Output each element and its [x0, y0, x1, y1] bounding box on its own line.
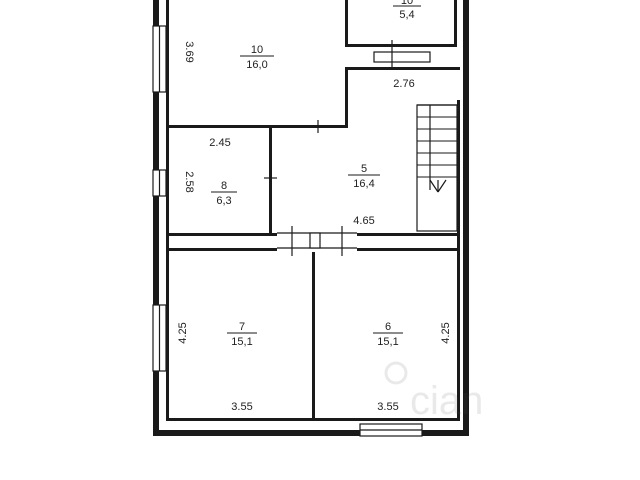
interior-walls [166, 0, 460, 421]
watermark-logo: cian [384, 361, 483, 423]
windows [152, 25, 431, 437]
room-10-number: 10 [401, 0, 413, 7]
room-7-label: 7 15,1 [227, 321, 257, 348]
room-5-number: 5 [361, 163, 367, 175]
watermark-text: cian [410, 379, 483, 423]
room-7-width-dim: 3.55 [231, 401, 252, 413]
room-9-number: 10 [251, 44, 263, 56]
room-6-width-dim: 3.55 [377, 401, 398, 413]
exterior-walls [153, 0, 469, 436]
room-8-height-dim: 2.58 [183, 171, 195, 192]
room-8-number: 8 [221, 180, 227, 192]
room-6-label: 6 15,1 [373, 321, 403, 348]
room-5-width-dim: 4.65 [353, 215, 374, 227]
room-8-width-dim: 2.45 [209, 137, 230, 149]
room-7-height-dim: 4.25 [177, 322, 189, 343]
room-5-label: 5 16,4 [348, 163, 380, 190]
room-8-label: 8 6,3 [211, 180, 237, 207]
room-9-label: 10 16,0 [240, 44, 274, 71]
room-7-area: 15,1 [231, 336, 252, 348]
room-10-area: 5,4 [399, 9, 414, 21]
room-9-area: 16,0 [246, 59, 267, 71]
doors [264, 40, 393, 256]
room-5-area: 16,4 [353, 178, 374, 190]
room-10-label: 10 5,4 [393, 0, 421, 21]
room-9-height-dim: 3.69 [183, 41, 195, 62]
room-6-number: 6 [385, 321, 391, 333]
staircase [416, 104, 458, 232]
room-8-area: 6,3 [216, 195, 231, 207]
room-7-number: 7 [239, 321, 245, 333]
room-6-area: 15,1 [377, 336, 398, 348]
corridor-width-dim: 2.76 [393, 78, 414, 90]
room-6-height-dim: 4.25 [440, 322, 452, 343]
